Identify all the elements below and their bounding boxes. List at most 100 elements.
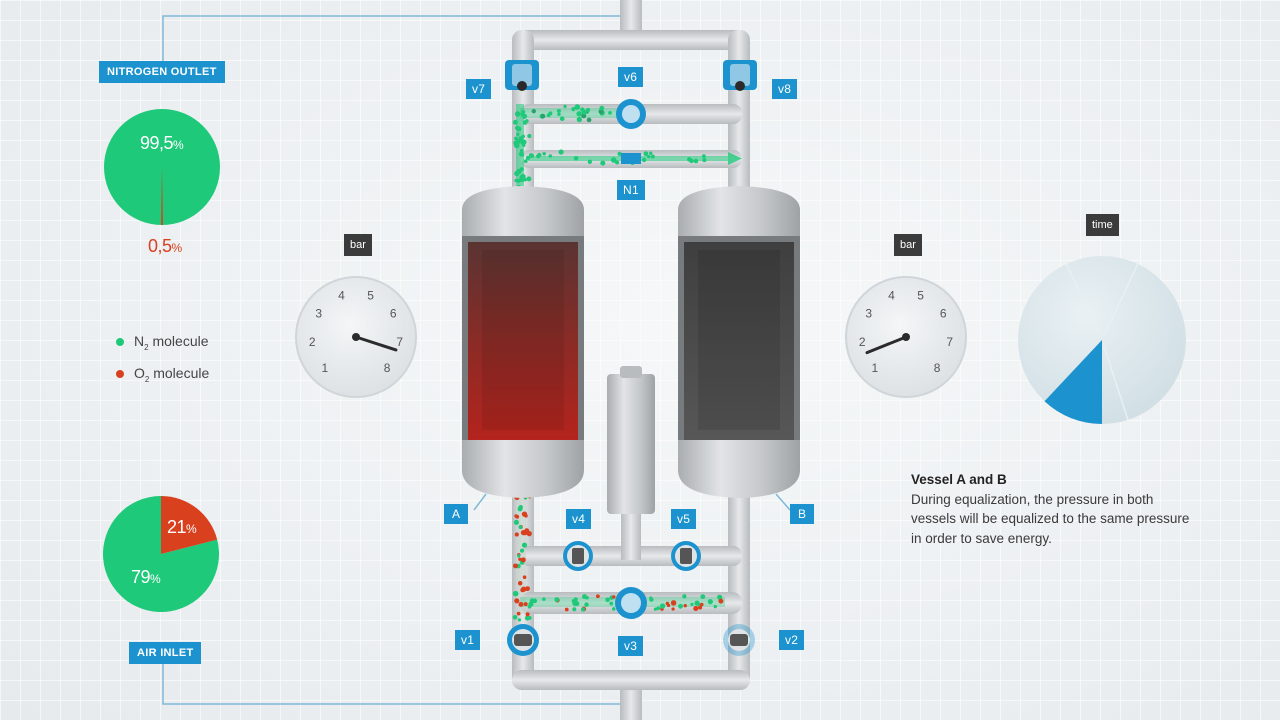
n2-molecule [586,117,592,123]
n2-molecule [587,159,593,164]
n2-molecule [576,116,583,123]
n2-molecule [519,137,524,143]
valve-v7[interactable] [505,60,539,91]
air-molecule [517,554,521,558]
air-molecule [605,597,610,603]
gauge-tick-label: 7 [946,335,953,349]
n2-molecule [610,157,617,163]
valve-v2[interactable] [723,624,755,656]
valve-v3[interactable] [615,587,647,619]
valve-v6[interactable] [616,99,646,129]
n2-molecule [528,153,533,157]
air-molecule [514,532,519,537]
air-molecule [659,603,666,609]
n2-molecule [559,116,565,122]
air-molecule [609,601,614,606]
air-molecule [512,614,518,620]
valve-v5-label: v5 [671,509,697,529]
air-molecule [670,600,677,606]
vessel-b-label: B [790,504,815,524]
valve-v1[interactable] [507,624,539,656]
air-molecule [693,605,699,612]
valve-v5[interactable] [671,541,701,571]
gauge-tick-label: 5 [917,288,924,302]
gauge-tick-label: 2 [859,335,866,349]
air-inlet-label: AIR INLET [129,642,202,664]
n2-molecule [522,114,527,119]
valve-v7-label: v7 [466,79,492,99]
timer-unit: time [1086,214,1119,236]
inlet-n2-percent: 79% [131,567,161,587]
gauge-tick-label: 7 [396,335,403,349]
gauge-tick-label: 1 [322,361,329,375]
n2-molecule [641,157,647,163]
o2-dot-icon [116,370,124,379]
inlet-composition-pie [103,496,220,613]
valve-v8-label: v8 [772,79,798,99]
gauge-tick-label: 4 [888,288,895,302]
n2-molecule [647,154,651,159]
valve-v8[interactable] [723,60,757,91]
connector-lines [162,15,791,705]
gauge-tick-label: 2 [309,335,316,349]
air-molecule [700,594,706,600]
outlet-o2-percent: 0,5% [148,236,182,256]
nitrogen-outlet-label: NITROGEN OUTLET [99,61,225,83]
n2-molecule [520,173,526,180]
n2-molecule [687,157,692,162]
n2-molecule [693,158,699,164]
gauge-tick-label: 1 [872,361,879,375]
gauge-tick-label: 4 [338,288,345,302]
n2-molecule [650,154,655,159]
inlet-o2-slice [161,496,218,554]
air-molecule [682,594,687,599]
n2-molecule [514,170,520,177]
air-molecule [671,607,675,611]
n2-molecule [701,154,706,159]
n2-molecule [563,104,567,109]
vessel-a-label: A [444,504,469,524]
air-molecule [518,557,522,561]
valve-v4[interactable] [563,541,593,571]
outlet-o2-slice [161,167,163,225]
air-molecule [523,602,528,607]
air-molecule [700,602,704,607]
air-molecule [678,603,683,609]
n2-molecule [599,105,605,111]
n2-molecule [548,154,553,158]
air-molecule [572,607,577,612]
air-molecule [517,506,523,512]
air-molecule [524,528,530,533]
n2-molecule [519,148,524,153]
n2-molecule [519,167,524,172]
n2-molecule [512,119,518,125]
air-molecule [517,580,523,586]
outlet-composition-pie [104,109,220,225]
n2-molecule [556,108,561,113]
air-molecule [666,603,671,608]
n2-molecule [574,104,581,110]
air-molecule [542,597,546,601]
valve-v4-label: v4 [566,509,592,529]
n2-molecule [540,113,546,119]
n2-molecule [600,160,606,166]
n2-molecule [576,111,582,117]
air-molecule [554,597,560,603]
info-text: During equalization, the pressure in bot… [911,491,1190,546]
air-molecule [690,602,694,607]
gauge-tick-label: 6 [390,307,397,321]
n2-molecule [516,126,522,132]
air-molecule [580,607,586,612]
air-molecule [584,602,589,607]
air-molecule [514,514,518,518]
inlet-o2-percent: 21% [167,517,197,537]
n2-molecule [546,113,551,118]
air-molecule [520,586,527,592]
n2-molecule [523,159,528,164]
air-molecule [516,611,521,616]
gauge-a-unit: bar [344,234,372,256]
valve-n1[interactable] [621,153,641,164]
air-molecule [707,599,713,605]
n2-molecule [702,158,707,163]
